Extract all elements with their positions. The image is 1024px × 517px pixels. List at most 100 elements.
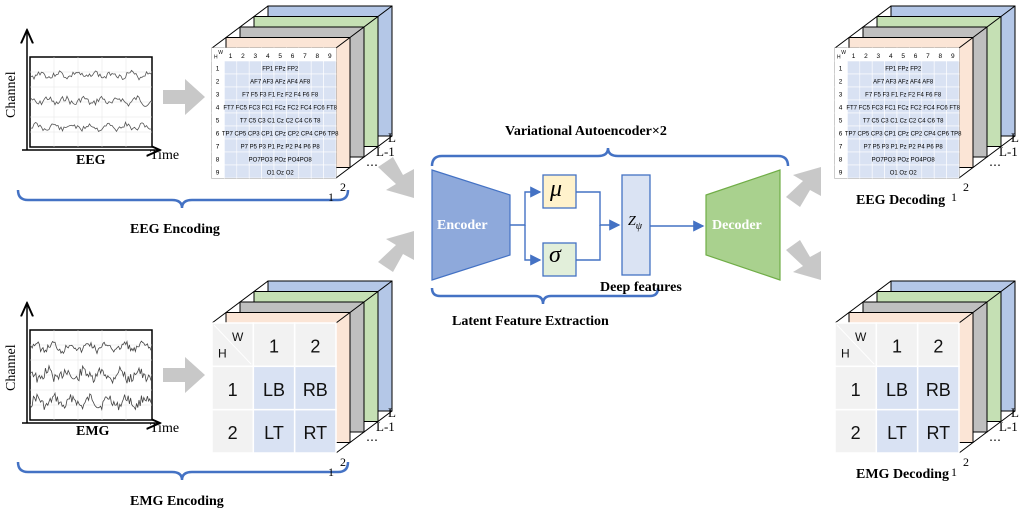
eeg-grid-row-electrodes: O1 Oz O2	[890, 170, 918, 176]
eeg-grid-cell	[847, 112, 861, 127]
z-subscript: ψ	[635, 220, 643, 232]
eeg-grid-corner-h: H	[837, 54, 841, 60]
eeg-grid-row-header: 9	[216, 169, 220, 176]
eeg-y-axis-label: Channel	[4, 71, 19, 118]
eeg-decoding-stack-l: L	[1011, 130, 1019, 145]
emg-grid-cell-rb: RB	[303, 380, 328, 400]
eeg-grid-cell	[933, 73, 947, 88]
eeg-grid-cell	[224, 138, 238, 153]
eeg-grid-cell	[946, 73, 960, 88]
eeg-grid-cell	[871, 164, 885, 179]
eeg-grid-row-header: 4	[839, 104, 843, 111]
emg-encoding-caption: EMG Encoding	[130, 494, 224, 509]
eeg-grid-cell	[224, 60, 238, 75]
emg-encoding-depth-edge	[335, 410, 393, 454]
eeg-grid-col-header: 3	[254, 53, 258, 60]
emg-encoding-depth-edge	[211, 280, 269, 324]
eeg-encoding-bracket	[16, 189, 350, 209]
eeg-grid-row-electrodes: FT7 FC5 FC3 FC1 FCz FC2 FC4 FC6 FT8	[846, 105, 960, 111]
eeg-grid-cell	[847, 164, 861, 179]
eeg-grid-col-header: 6	[291, 53, 295, 60]
eeg-grid-cell	[323, 164, 337, 179]
eeg-grid-cell	[933, 164, 947, 179]
encoder-to-sigma-arrow	[524, 225, 542, 266]
emg-decoding-stack-1: 1	[951, 465, 957, 479]
eeg-grid-corner-w: W	[841, 50, 846, 56]
eeg-grid-cell	[859, 73, 873, 88]
emg-decoding-stack-l-minus-1: L-1	[999, 419, 1018, 434]
eeg-encoding-caption: EEG Encoding	[130, 222, 220, 237]
eeg-encoding-stack-dots: ⋯	[366, 158, 378, 172]
eeg-grid-col-header: 4	[889, 53, 893, 60]
eeg-grid-row-header: 5	[839, 117, 843, 124]
eeg-grid-cell	[298, 60, 312, 75]
eeg-grid-row-header: 6	[216, 130, 220, 137]
eeg-grid-row-electrodes: T7 C5 C3 C1 Cz C2 C4 C6 T8	[240, 118, 321, 124]
emg-signal-plot	[22, 303, 160, 423]
latent-extraction-label: Latent Feature Extraction	[452, 314, 609, 329]
eeg-encoding-stack-l-minus-1: L-1	[376, 144, 395, 159]
eeg-grid-cell	[310, 151, 324, 166]
eeg-to-grid-arrow	[163, 79, 205, 115]
eeg-decoding-stack-dots: ⋯	[989, 158, 1001, 172]
eeg-decoding-stack-2: 2	[963, 180, 969, 194]
eeg-trace-3	[31, 121, 152, 133]
eeg-encoding-stack-l: L	[388, 130, 396, 145]
emg-grid-cell-lt: LT	[887, 423, 907, 443]
latent-z-box	[621, 174, 651, 276]
eeg-grid-col-header: 4	[266, 53, 270, 60]
emg-encoding-stack-l-minus-1: L-1	[376, 419, 395, 434]
eeg-grid-cell	[323, 138, 337, 153]
emg-grid-cell-rt: RT	[926, 423, 950, 443]
emg-grid-cell	[252, 408, 296, 454]
eeg-grid-row-electrodes: FP1 FPz FP2	[885, 66, 922, 72]
emg-grid-row-2: 2	[851, 423, 861, 443]
eeg-grid-cell	[859, 60, 873, 75]
eeg-grid-cell	[298, 164, 312, 179]
vae-core	[431, 169, 781, 281]
sigma-to-z-line	[576, 225, 601, 261]
emg-trace-1	[30, 340, 152, 355]
eeg-grid-row-header: 5	[216, 117, 220, 124]
eeg-encoding-stack-2: 2	[340, 180, 346, 194]
eeg-grid-cell	[847, 138, 861, 153]
sigma-symbol: σ	[549, 242, 561, 268]
emg-grid-col-2: 2	[933, 336, 943, 356]
eeg-grid-row-header: 3	[839, 91, 843, 98]
eeg-grid-row-header: 2	[839, 78, 843, 85]
eeg-grid-cell	[946, 60, 960, 75]
eeg-grid-row-header: 1	[216, 65, 220, 72]
eeg-decoding-depth-edge	[958, 135, 1016, 179]
eeg-grid-cell	[847, 60, 861, 75]
eeg-grid-row-header: 6	[839, 130, 843, 137]
emg-grid-cell	[293, 322, 337, 368]
eeg-grid-row-electrodes: AF7 AF3 AFz AF4 AF8	[873, 79, 934, 85]
emg-encoding-stack-1: 1	[328, 465, 334, 479]
eeg-grid-col-header: 2	[241, 53, 245, 60]
eeg-grid-row-electrodes: FP1 FPz FP2	[262, 66, 299, 72]
eeg-grid-cell	[323, 86, 337, 101]
eeg-grid-cell	[859, 164, 873, 179]
emg-grid-cell	[916, 408, 960, 454]
eeg-grid-row-header: 7	[216, 143, 220, 150]
emg-grid-row-1: 1	[228, 380, 238, 400]
eeg-grid-row-electrodes: T7 C5 C3 C1 Cz C2 C4 C6 T8	[863, 118, 944, 124]
eeg-grid-cell	[310, 164, 324, 179]
eeg-grid-col-header: 9	[328, 53, 332, 60]
emg-grid-row-1: 1	[851, 380, 861, 400]
eeg-grid-cell	[847, 73, 861, 88]
eeg-grid-corner-h: H	[214, 54, 218, 60]
encoder-label: Encoder	[437, 218, 488, 233]
vae-title: Variational Autoencoder×2	[505, 124, 667, 139]
eeg-grid-cell	[921, 164, 935, 179]
vae-bracket	[430, 147, 790, 167]
emg-decoding-depth-edge	[834, 280, 892, 324]
emg-grid-corner-divider	[213, 324, 252, 365]
eeg-grid-corner-w: W	[218, 50, 223, 56]
eeg-grid-col-header: 5	[901, 53, 905, 60]
eeg-decoding-stack-1: 1	[951, 190, 957, 204]
